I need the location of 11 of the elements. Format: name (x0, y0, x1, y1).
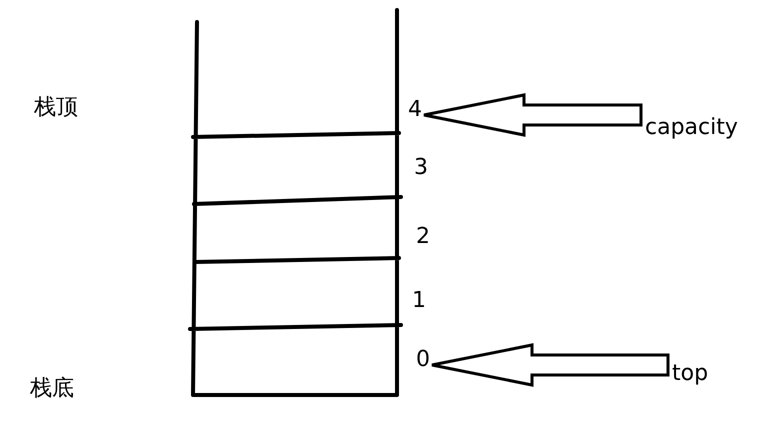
index-label: 2 (416, 224, 430, 250)
pointer-label: top (672, 361, 708, 387)
block-arrow (422, 93, 642, 137)
index-label: 3 (414, 155, 428, 181)
block-arrow (430, 343, 670, 387)
pointer-label: capacity (645, 115, 738, 141)
index-label: 0 (416, 347, 430, 373)
index-label: 4 (408, 97, 422, 123)
index-label: 1 (412, 288, 426, 314)
stack-bottom-label: 栈底 (30, 376, 74, 402)
stack-top-label: 栈顶 (34, 95, 78, 121)
